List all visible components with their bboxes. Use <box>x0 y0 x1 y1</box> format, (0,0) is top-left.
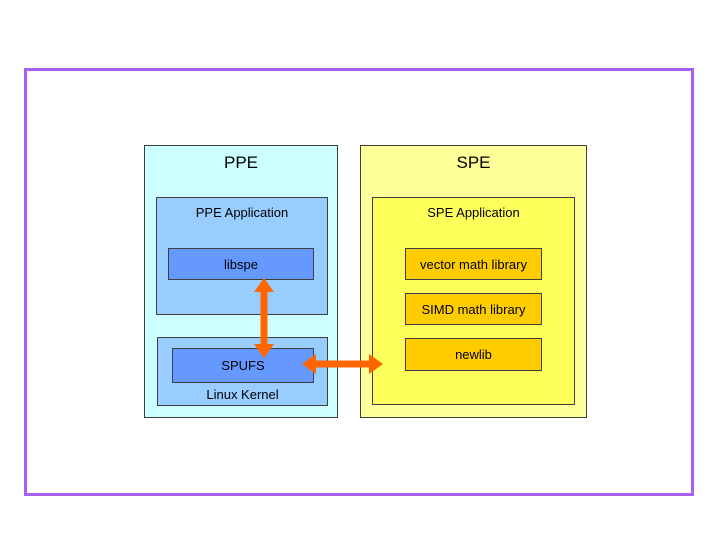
linux-kernel-label: Linux Kernel <box>206 387 279 402</box>
spufs-block: SPUFS <box>172 348 314 383</box>
ppe-title: PPE <box>223 153 259 172</box>
simd-math-library-block: SIMD math library <box>405 293 542 325</box>
newlib-label: newlib <box>455 347 492 362</box>
libspe-label: libspe <box>224 256 258 272</box>
libspe-block: libspe <box>168 248 314 280</box>
spufs-label: SPUFS <box>221 358 265 373</box>
newlib-block: newlib <box>405 338 542 371</box>
spe-title: SPE <box>456 153 491 172</box>
slide-frame <box>24 68 694 496</box>
spe-application-title: SPE Application <box>427 205 520 220</box>
vector-math-library-block: vector math library <box>405 248 542 280</box>
ppe-application-title: PPE Application <box>195 205 289 220</box>
vector-math-library-label: vector math library <box>420 256 527 272</box>
simd-math-library-label: SIMD math library <box>421 301 526 317</box>
